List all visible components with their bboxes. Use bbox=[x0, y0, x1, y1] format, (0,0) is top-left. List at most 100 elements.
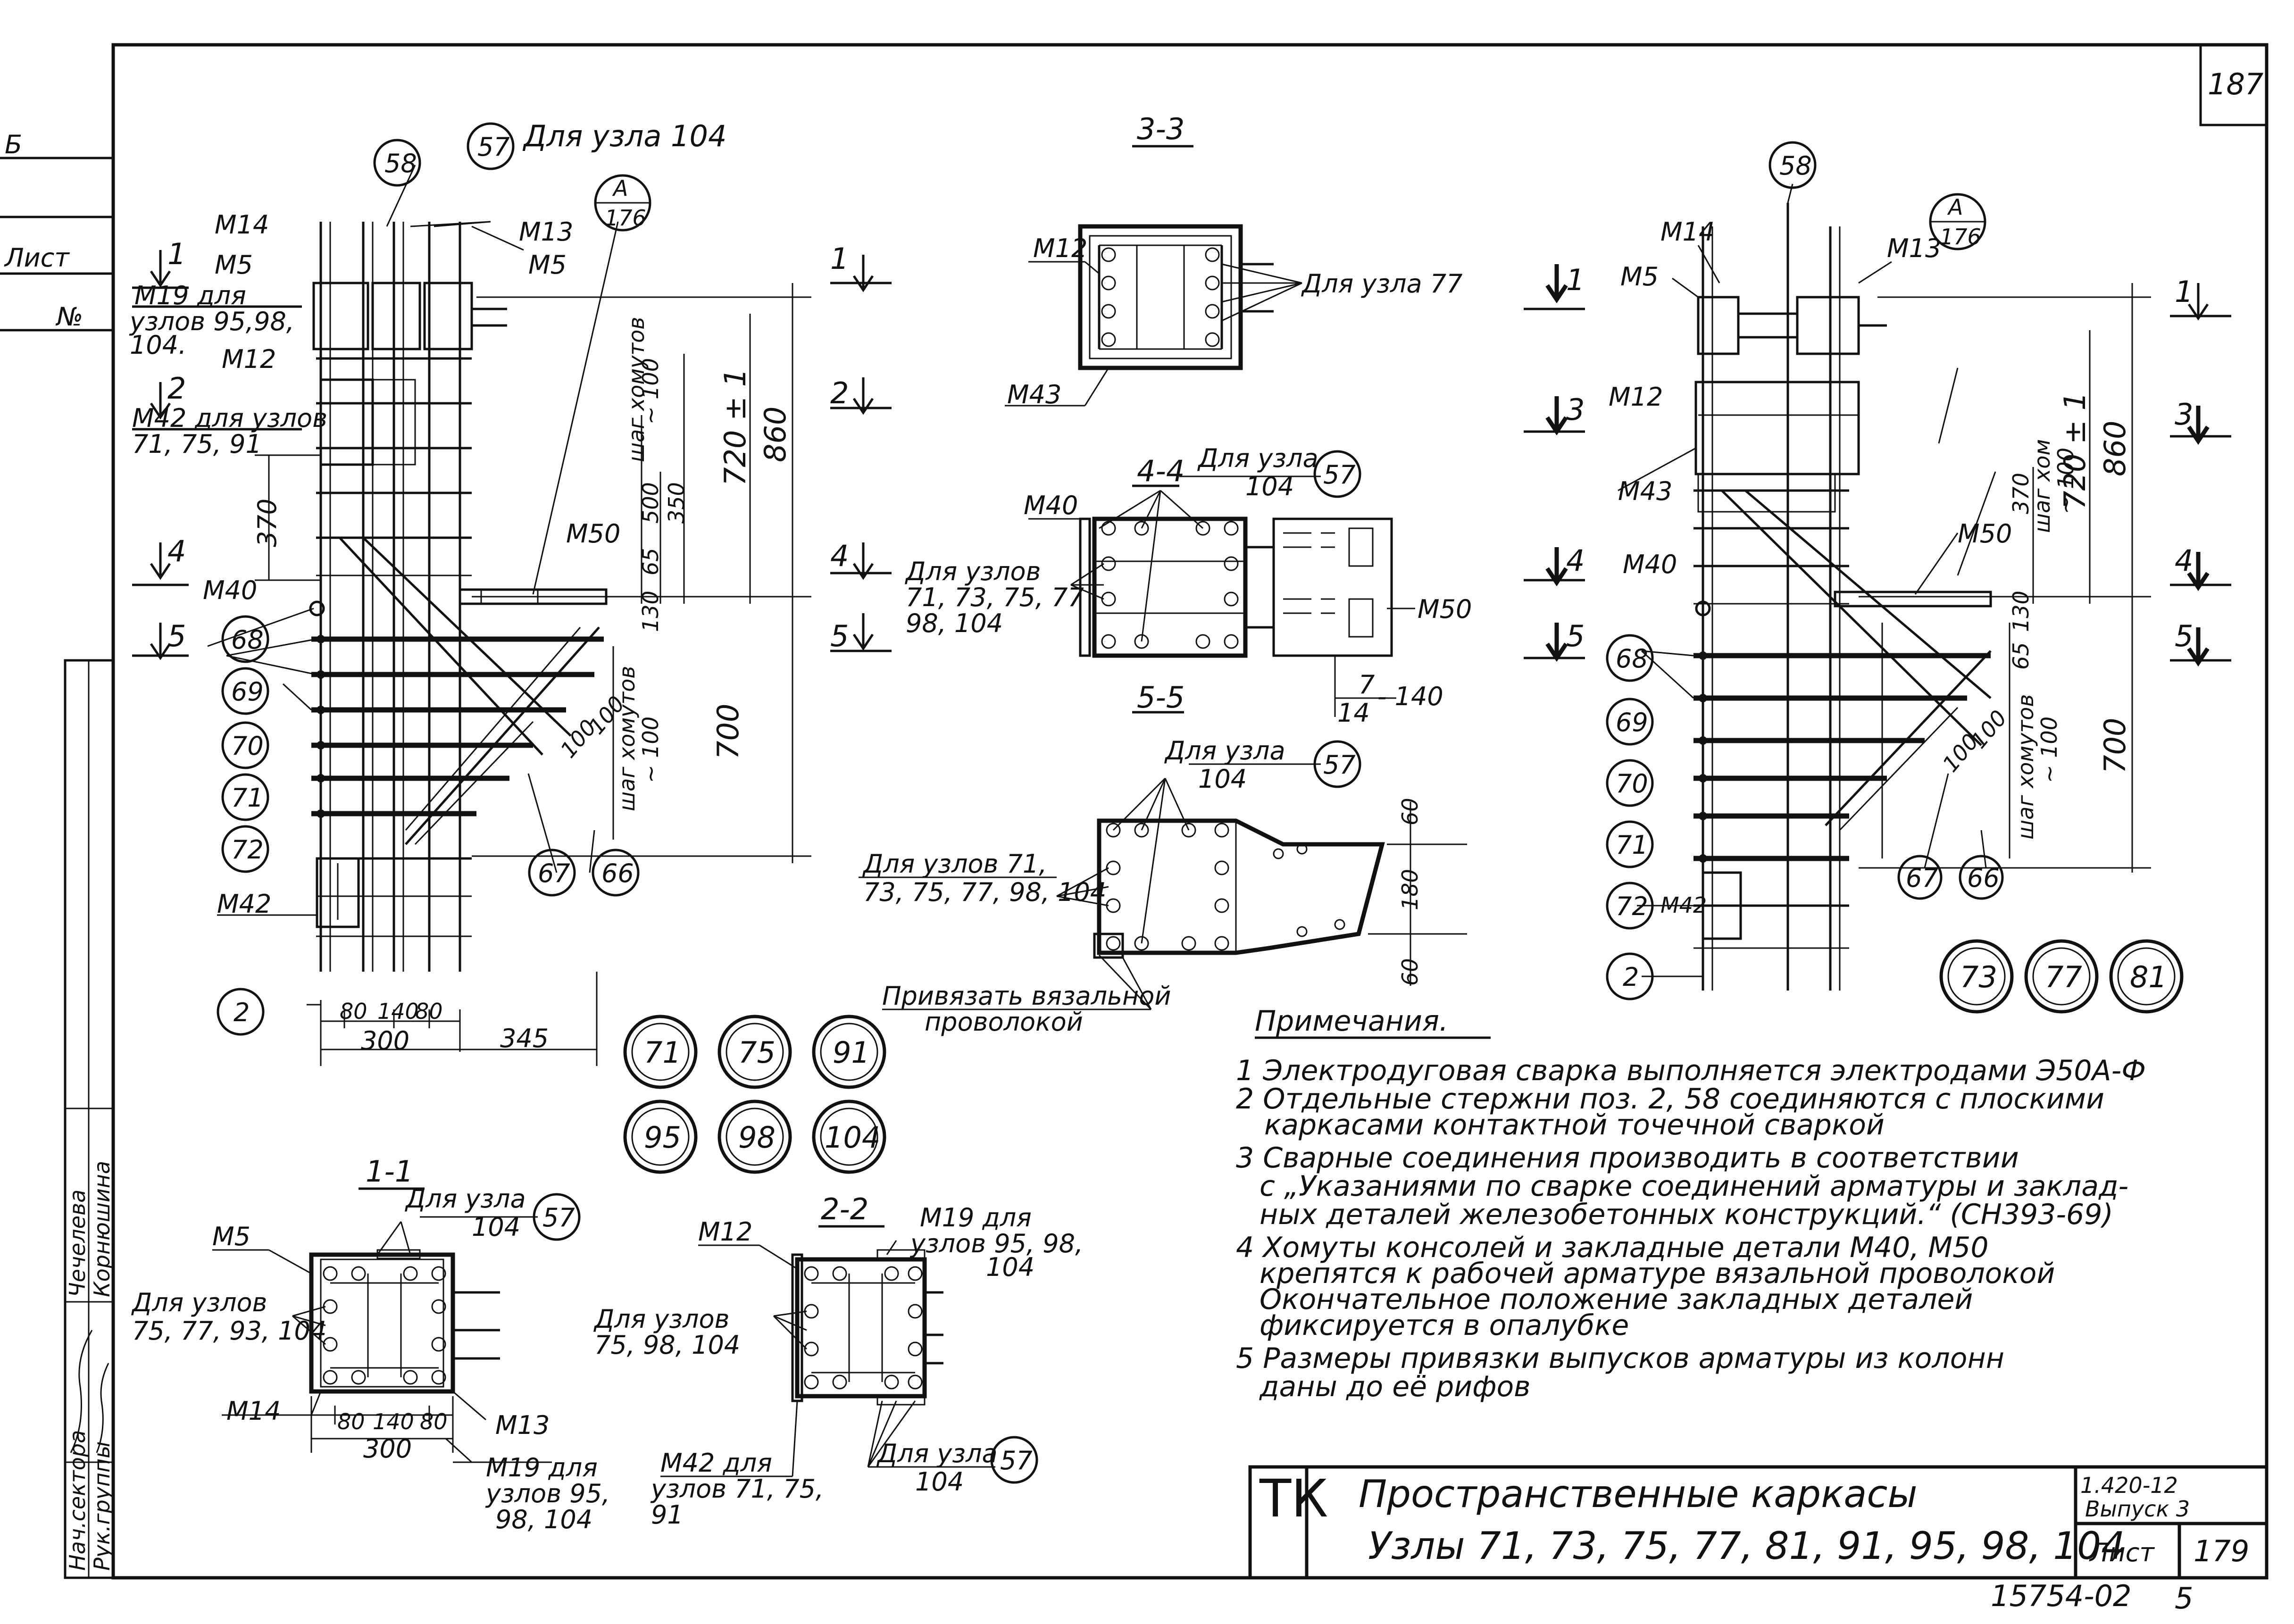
node-81: 81 bbox=[2130, 960, 2167, 994]
section-4-4-nodes-c: 98, 104 bbox=[906, 608, 1003, 638]
right-dim-720: 720 ± 1 bbox=[2058, 392, 2092, 509]
right-callout-72: 72 bbox=[1616, 891, 1648, 921]
section-4-4-frac-b: 14 bbox=[1337, 698, 1370, 728]
note-line-11: 5 Размеры привязки выпусков арматуры из … bbox=[1236, 1342, 2004, 1375]
node-77: 77 bbox=[2045, 960, 2082, 994]
dim-860: 860 bbox=[758, 407, 792, 462]
section-3-3-title: 3-3 bbox=[1137, 112, 1185, 146]
node-71: 71 bbox=[644, 1035, 681, 1070]
right-dim-130: 130 bbox=[2008, 591, 2034, 632]
node-98: 98 bbox=[738, 1120, 776, 1155]
section-5-5-node-b: 104 bbox=[1198, 764, 1247, 794]
dim-130: 130 bbox=[638, 591, 663, 632]
section-4-4-nodes-b: 71, 73, 75, 77 bbox=[906, 583, 1084, 612]
right-sec-4b: 4 bbox=[2175, 543, 2193, 578]
section-2-2-node-b: 104 bbox=[915, 1467, 964, 1497]
section-4-4 bbox=[1028, 450, 1415, 717]
dim-140: 140 bbox=[377, 999, 419, 1024]
right-callout-ref-a: А bbox=[1947, 194, 1963, 220]
section-5-5-dim-60b: 60 bbox=[1397, 958, 1423, 986]
callout-69: 69 bbox=[231, 677, 264, 707]
section-3-3-m43: М43 bbox=[1007, 380, 1061, 409]
dim-step: шаг хомутов bbox=[624, 317, 649, 462]
binding-cell-3: № bbox=[55, 302, 83, 332]
section-2-2-callout-57: 57 bbox=[1000, 1446, 1033, 1475]
node-95: 95 bbox=[644, 1120, 681, 1155]
right-elevation bbox=[1618, 183, 2151, 991]
note-line-7: 4 Хомуты консолей и закладные детали М40… bbox=[1236, 1231, 1989, 1264]
callout-71: 71 bbox=[231, 783, 264, 813]
callouts-left bbox=[217, 122, 651, 1036]
section-5b-label: 5 bbox=[830, 619, 849, 653]
dim-370: 370 bbox=[252, 499, 282, 547]
section-2-label: 2 bbox=[167, 371, 186, 406]
label-m12: М12 bbox=[222, 344, 276, 374]
section-4b-label: 4 bbox=[830, 539, 849, 573]
callout-57: 57 bbox=[477, 132, 510, 162]
section-2b-label: 2 bbox=[830, 376, 849, 410]
section-5-5-callout-57: 57 bbox=[1323, 750, 1356, 780]
inventory-number: 15754-02 bbox=[1991, 1579, 2132, 1613]
note-line-5: с „Указаниями по сварке соединений армат… bbox=[1260, 1170, 2128, 1203]
right-sec-4a: 4 bbox=[1566, 543, 1585, 578]
section-1-1-m19-a: М19 для bbox=[486, 1453, 598, 1482]
section-1-1-dim-80b: 80 bbox=[420, 1409, 448, 1434]
right-callout-69: 69 bbox=[1616, 708, 1648, 737]
title-issue: Выпуск 3 bbox=[2085, 1496, 2190, 1522]
right-sec-3a: 3 bbox=[1566, 392, 1585, 427]
section-4-4-frac-a: 7 bbox=[1359, 670, 1375, 700]
title-block bbox=[1248, 1465, 2269, 1580]
right-step-b: ~ 100 bbox=[2053, 448, 2078, 514]
label-m19-nodes2: 104. bbox=[130, 330, 186, 360]
right-sec-5b: 5 bbox=[2175, 619, 2193, 653]
label-m42-nodes: 71, 75, 91 bbox=[132, 429, 262, 459]
section-4-4-node-a: Для узла bbox=[1197, 443, 1318, 473]
section-1b-label: 1 bbox=[830, 242, 849, 276]
dim-80a: 80 bbox=[340, 999, 367, 1024]
title-line-1: Пространственные каркасы bbox=[1359, 1472, 1918, 1516]
section-2-2-nodes-b: 75, 98, 104 bbox=[594, 1330, 740, 1360]
right-callout-2: 2 bbox=[1623, 962, 1639, 992]
section-5-5-tie-b: проволокой bbox=[925, 1007, 1083, 1037]
binding-cell-1: Б bbox=[5, 130, 22, 159]
note-line-12: даны до её рифов bbox=[1259, 1370, 1531, 1403]
label-m40: М40 bbox=[203, 575, 257, 605]
right-callout-67: 67 bbox=[1906, 863, 1938, 893]
right-m5: М5 bbox=[1620, 262, 1659, 291]
right-m42: М42 bbox=[1660, 892, 1707, 918]
section-1-1-m5: М5 bbox=[212, 1222, 250, 1251]
right-callout-66: 66 bbox=[1967, 863, 2000, 893]
label-m19: М19 для bbox=[134, 281, 246, 310]
callout-ref-a: А bbox=[612, 175, 628, 201]
title-sheet-label: Лист bbox=[2089, 1538, 2155, 1567]
section-4-4-callout-57: 57 bbox=[1323, 460, 1356, 490]
callout-72: 72 bbox=[231, 835, 264, 865]
right-callout-58: 58 bbox=[1779, 151, 1812, 181]
node-groups bbox=[623, 939, 2184, 1174]
section-2-2-m42-c: 91 bbox=[651, 1500, 684, 1530]
right-step-d: ~ 100 bbox=[2036, 716, 2062, 783]
label-node-104: Для узла 104 bbox=[522, 119, 726, 153]
note-line-10: фиксируется в опалубке bbox=[1260, 1309, 1629, 1342]
title-stamp: ТК bbox=[1259, 1468, 1328, 1529]
right-m12: М12 bbox=[1609, 382, 1663, 412]
label-m5b: М5 bbox=[528, 250, 567, 280]
right-callout-68: 68 bbox=[1616, 644, 1648, 674]
section-5-5-title: 5-5 bbox=[1137, 680, 1185, 715]
section-4-4-node-b: 104 bbox=[1245, 472, 1294, 501]
right-callout-ref-176: 176 bbox=[1940, 224, 1981, 250]
section-3-3-node77: Для узла 77 bbox=[1301, 269, 1463, 299]
note-line-9: Окончательное положение закладных детале… bbox=[1260, 1283, 1973, 1316]
section-4-4-nodes-a: Для узлов bbox=[905, 557, 1041, 586]
section-2-2-m42-b: узлов 71, 75, bbox=[650, 1474, 824, 1504]
section-4-label: 4 bbox=[167, 534, 186, 568]
dim-step2: шаг хомутов bbox=[614, 666, 640, 811]
section-2-2-node-a: Для узла bbox=[876, 1439, 998, 1468]
section-1-1-dim-140: 140 bbox=[373, 1409, 414, 1434]
section-1-1-nodes-a: Для узлов bbox=[131, 1288, 267, 1317]
right-step-a: шаг хом bbox=[2029, 439, 2055, 533]
section-5-5-nodes-a: Для узлов 71, bbox=[862, 849, 1047, 879]
section-4-4-title: 4-4 bbox=[1137, 454, 1185, 488]
section-4-4-m40: М40 bbox=[1024, 491, 1078, 520]
